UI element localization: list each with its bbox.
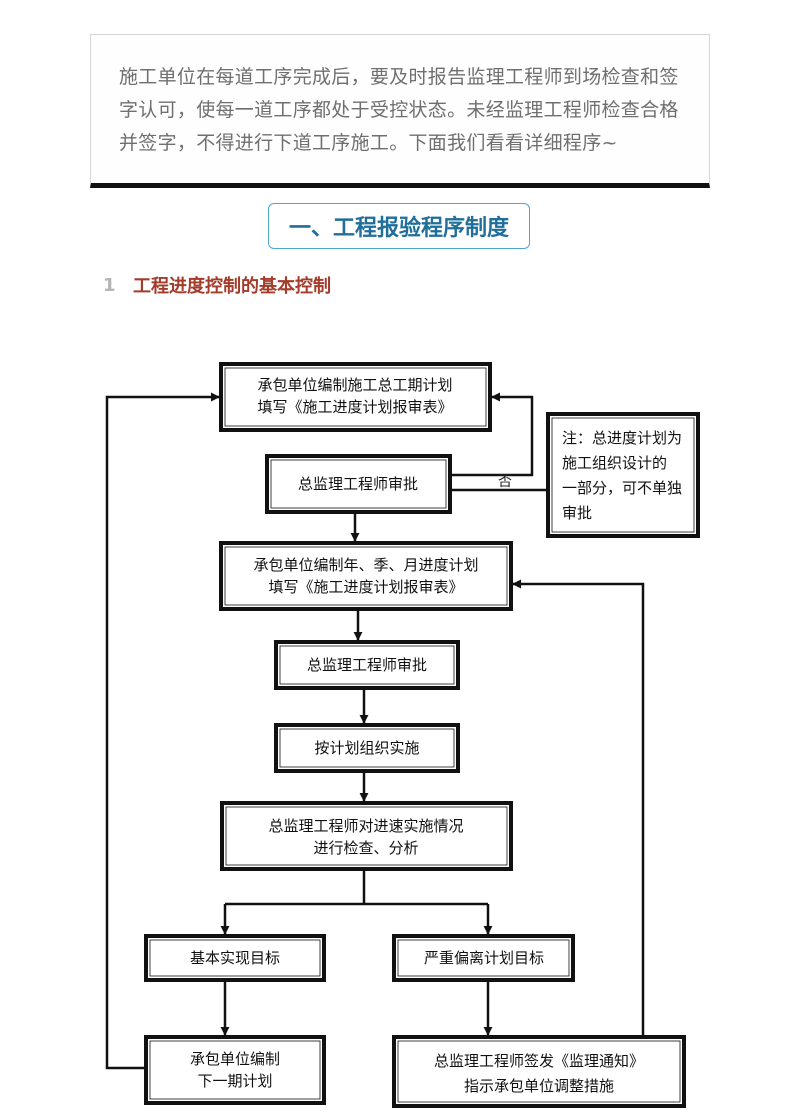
box-b2-line-1: 总监理工程师审批 — [298, 475, 418, 493]
box-b9: 承包单位编制 下一期计划 — [144, 1035, 326, 1105]
box-b1: 承包单位编制施工总工期计划 填写《施工进度计划报审表》 — [219, 362, 492, 432]
box-b7-line-1: 基本实现目标 — [190, 949, 280, 967]
arrow-reject-loop — [449, 392, 534, 477]
section-title: 一、工程报验程序制度 — [268, 203, 530, 249]
box-b6-line-1: 总监理工程师对进速实施情况 — [268, 817, 463, 835]
box-b3-line-2: 填写《施工进度计划报审表》 — [268, 578, 463, 596]
subheading-title: 工程进度控制的基本控制 — [133, 276, 331, 297]
box-b2: 总监理工程师审批 — [265, 454, 452, 514]
box-b5: 按计划组织实施 — [274, 723, 460, 773]
box-b7: 基本实现目标 — [144, 934, 326, 982]
subheading: 1 工程进度控制的基本控制 — [103, 272, 331, 298]
box-b3: 承包单位编制年、季、月进度计划 填写《施工进度计划报审表》 — [219, 541, 513, 611]
box-b6: 总监理工程师对进速实施情况 进行检查、分析 — [220, 801, 513, 871]
box-b1-line-1: 承包单位编制施工总工期计划 — [257, 376, 452, 394]
box-b4-line-1: 总监理工程师审批 — [307, 656, 427, 674]
box-note-line-2: 施工组织设计的 — [562, 454, 667, 472]
box-b8-line-1: 严重偏离计划目标 — [424, 949, 544, 967]
box-b9-line-1: 承包单位编制 — [190, 1050, 280, 1068]
box-b5-line-1: 按计划组织实施 — [314, 739, 419, 757]
box-b10-line-2: 指示承包单位调整措施 — [464, 1077, 614, 1095]
box-b1-line-2: 填写《施工进度计划报审表》 — [257, 398, 452, 416]
box-b9-line-2: 下一期计划 — [197, 1072, 272, 1090]
subheading-number: 1 — [103, 274, 116, 296]
intro-card: 施工单位在每道工序完成后，要及时报告监理工程师到场检查和签字认可，使每一道工序都… — [90, 34, 710, 188]
box-note: 注：总进度计划为 施工组织设计的 一部分，可不单独 审批 — [546, 412, 700, 538]
reject-label: 否 — [498, 474, 512, 490]
box-b10-line-1: 总监理工程师签发《监理通知》 — [434, 1052, 644, 1070]
box-b3-line-1: 承包单位编制年、季、月进度计划 — [253, 556, 478, 574]
box-note-line-1: 注：总进度计划为 — [562, 429, 682, 447]
box-b8: 严重偏离计划目标 — [392, 934, 575, 982]
box-note-line-4: 审批 — [562, 504, 592, 522]
arrow-b10-loop-b3 — [512, 579, 645, 1035]
arrow-b9-loop-b1 — [105, 392, 220, 1070]
intro-text: 施工单位在每道工序完成后，要及时报告监理工程师到场检查和签字认可，使每一道工序都… — [119, 66, 679, 154]
box-b6-line-2: 进行检查、分析 — [313, 839, 418, 857]
box-b10: 总监理工程师签发《监理通知》 指示承包单位调整措施 — [392, 1035, 686, 1108]
connectors — [105, 392, 645, 1070]
box-b4: 总监理工程师审批 — [274, 640, 460, 690]
box-note-line-3: 一部分，可不单独 — [562, 479, 682, 497]
